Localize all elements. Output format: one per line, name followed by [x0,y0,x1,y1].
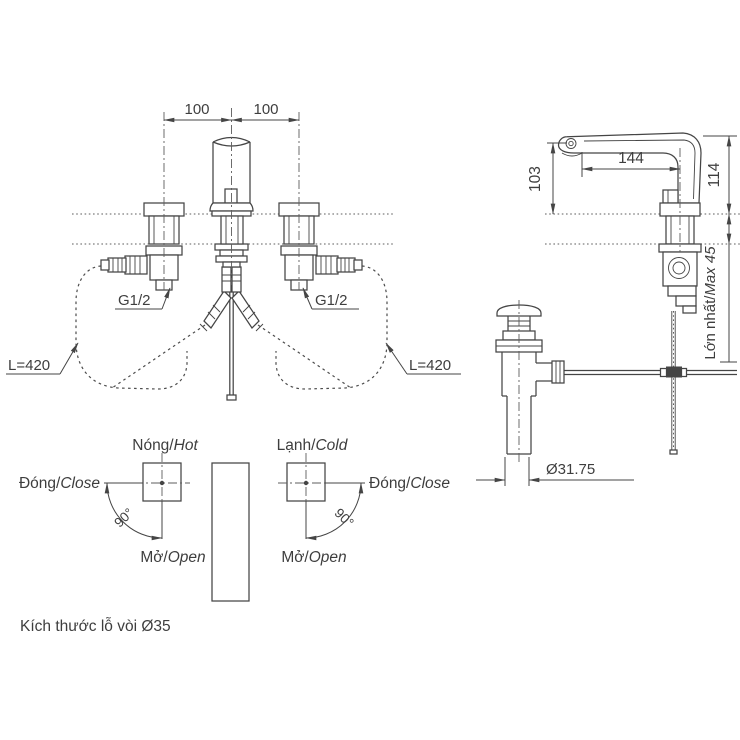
dim-hole-spacing: 100 100 [163,101,300,123]
hot-close-label: Đóng/Close [19,475,100,492]
cold-close-en: Close [410,475,450,492]
front-view: 100 100 G1/2 G1/2 L=420 L=420 [6,101,461,401]
cold-open-label: Mở/Open [281,549,346,566]
rod-clamp [666,366,682,378]
cold-angle-label: 90° [332,505,357,530]
cold-open-vi: Mở/ [281,549,309,566]
handle-rotation-diagrams: Nóng/Hot Đóng/Close 90° Mở/Open Lạnh/Col… [19,437,451,602]
hot-rotation-arc [104,482,163,541]
lift-rod [669,311,678,455]
lift-rod-end [226,394,237,401]
thread-left-text: G1/2 [118,292,151,309]
supply-hose-left [75,265,206,390]
dim-deck-thickness: Lớn nhất/Max 45 [702,213,737,363]
dim-reach-label: 144 [618,150,644,167]
hose-right-text: L=420 [409,357,451,374]
spout-knob-front [224,188,238,204]
drain-cap [496,304,542,317]
hot-close-en: Close [60,475,100,492]
cold-rotation-arc [305,482,364,541]
compression-nut-left [124,255,148,275]
rod-connector-nut [551,360,565,384]
faucet-body-side [658,148,702,314]
thread-right-text: G1/2 [315,292,348,309]
cold-close-vi: Đóng/ [369,475,411,492]
cold-open-en: Open [309,549,347,566]
hot-label-en: Hot [174,437,199,454]
hot-handle-center [159,480,165,486]
dim-spout-reach: 144 [581,150,681,177]
centerlines-front [163,108,300,290]
hot-valve-assembly [100,202,185,291]
hot-label: Nóng/Hot [132,437,198,454]
hose-label-left: L=420 [6,342,79,375]
deck-max-en: Max 45 [702,246,719,296]
dim-deck-max-label: Lớn nhất/Max 45 [702,246,719,360]
dim-spacing-right-label: 100 [253,101,278,118]
thread-label-left: G1/2 [115,287,171,310]
hot-label-vi: Nóng/ [132,437,174,454]
hot-close-vi: Đóng/ [19,475,61,492]
dim-spout-height: 103 [527,142,567,215]
hose-left-text: L=420 [8,357,50,374]
pop-up-linkage-rod [563,366,737,378]
dim-total-height: 114 [703,135,737,215]
hot-open-label: Mở/Open [140,549,205,566]
hot-handle-diagram: Nóng/Hot Đóng/Close 90° Mở/Open [19,437,206,566]
hot-open-en: Open [168,549,206,566]
spout-knob-side [662,189,679,204]
hose-label-right: L=420 [385,342,461,375]
spout-hole-column [211,462,250,602]
cold-handle-diagram: Lạnh/Cold Đóng/Close 90° Mở/Open [277,437,451,566]
cold-label-vi: Lạnh/ [277,437,316,454]
compression-nut-right [315,255,339,275]
cold-close-label: Đóng/Close [369,475,450,492]
dim-height-spout-label: 103 [527,166,544,192]
footer-note: Kích thước lỗ vòi Ø35 [20,618,171,635]
deck-lines-side [545,213,740,245]
thread-label-right: G1/2 [302,287,359,310]
dim-drain-diameter: Ø31.75 [476,457,634,486]
pop-up-drain [495,300,565,462]
deck-max-vi: Lớn nhất/ [702,295,719,360]
hot-angle-label: 90° [111,505,136,530]
side-view: 144 103 114 Lớn nhất/Max 45 Ø31.75 [476,132,740,486]
cold-valve-assembly [278,202,363,291]
dim-height-total-label: 114 [706,162,723,187]
cold-handle-center [303,480,309,486]
dim-spacing-left-label: 100 [184,101,209,118]
dim-drain-label: Ø31.75 [546,461,595,478]
cold-label: Lạnh/Cold [277,437,349,454]
hot-open-vi: Mở/ [140,549,168,566]
supply-hose-right [257,265,388,390]
cold-label-en: Cold [315,437,348,454]
